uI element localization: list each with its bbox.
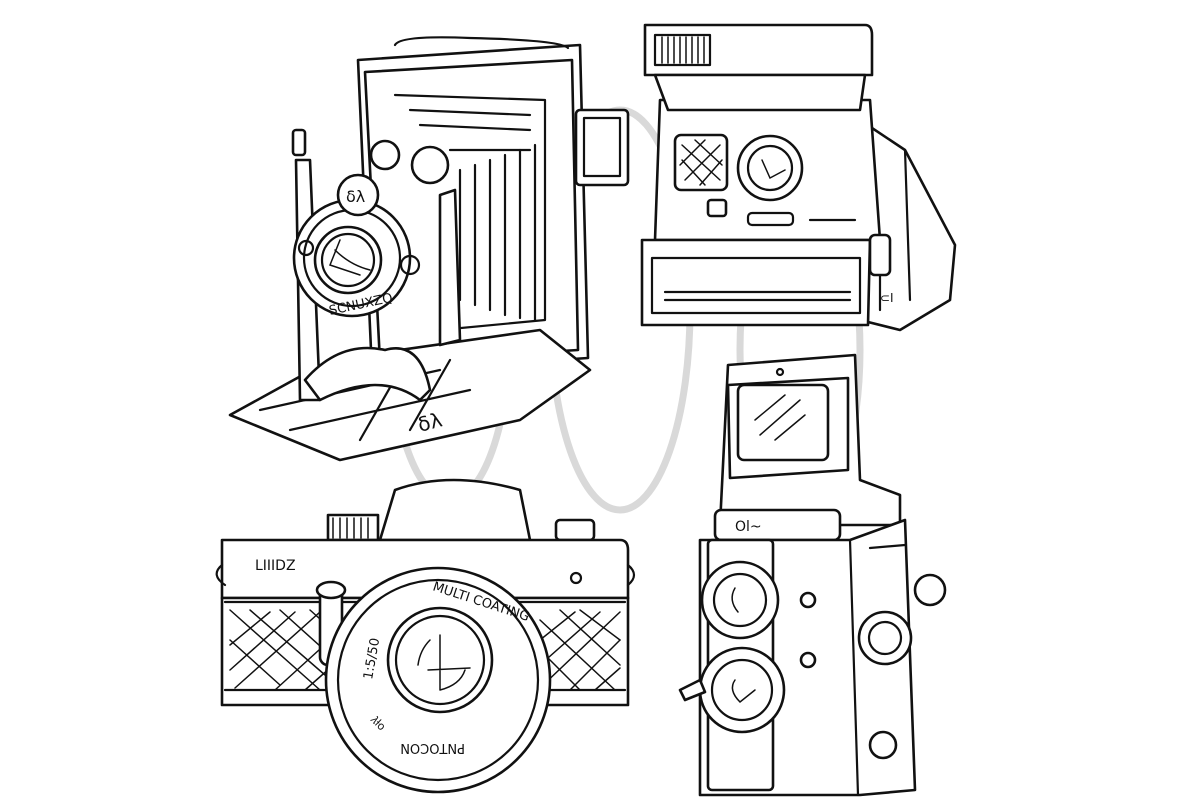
slr-brand-text: LIIIDZ <box>255 558 296 574</box>
slr-camera: LIIIDZ MULTI COATING 1:5/50 PNTOCON 𝜆ƚo <box>215 478 636 794</box>
lens-ring-bottom-text: PNTOCON <box>400 740 465 755</box>
shutter-dial-text: δλ <box>346 187 365 206</box>
instant-camera: ⊂I <box>640 23 957 332</box>
tlr-camera: Ol~ <box>678 353 947 797</box>
lens-ring-left-text: 1:5/50 <box>361 637 383 681</box>
tlr-nameplate: Ol~ <box>735 519 762 535</box>
instant-logo: ⊂I <box>880 291 894 305</box>
folding-camera: δλ δλ SCNUXZQ <box>228 36 630 462</box>
